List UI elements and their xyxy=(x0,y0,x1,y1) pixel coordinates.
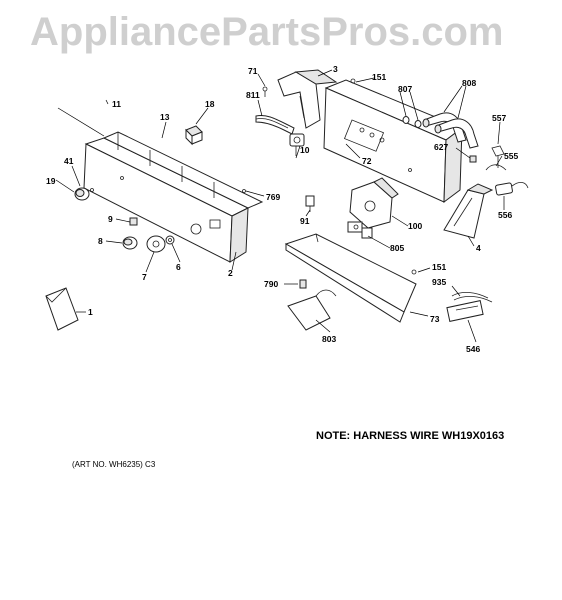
part-790 xyxy=(299,279,307,289)
callout-811: 811 xyxy=(246,90,260,100)
part-556 xyxy=(495,182,529,196)
callout-13: 13 xyxy=(160,112,170,122)
part-6 xyxy=(165,235,175,245)
callout-72: 72 xyxy=(362,156,372,166)
callout-808: 808 xyxy=(462,78,476,88)
part-8 xyxy=(122,236,138,250)
watermark: AppliancePartsPros.com xyxy=(30,10,504,54)
callout-71: 71 xyxy=(248,66,258,76)
part-807 xyxy=(402,116,422,128)
callout-100: 100 xyxy=(408,221,422,231)
callout-627: 627 xyxy=(434,142,448,152)
callout-935: 935 xyxy=(432,277,446,287)
callout-19: 19 xyxy=(46,176,56,186)
part-805 xyxy=(347,221,373,239)
part-harness-546 xyxy=(446,292,493,322)
callout-555: 555 xyxy=(504,151,518,161)
callout-10: 10 xyxy=(300,145,310,155)
part-9 xyxy=(129,217,138,226)
part-555 xyxy=(485,164,507,171)
callout-11: 11 xyxy=(112,99,121,109)
part-panel-frame xyxy=(57,107,264,209)
callout-73: 73 xyxy=(430,314,440,324)
callout-803: 803 xyxy=(322,334,336,344)
callout-151-top: 151 xyxy=(372,72,386,82)
part-10 xyxy=(289,133,305,156)
part-803 xyxy=(287,289,337,331)
part-627 xyxy=(469,155,477,163)
part-71 xyxy=(262,86,268,97)
callout-556: 556 xyxy=(498,210,512,220)
part-bracket-3 xyxy=(277,69,338,129)
callout-9: 9 xyxy=(108,214,113,224)
callout-8: 8 xyxy=(98,236,103,246)
part-knob-19 xyxy=(74,187,94,201)
part-151-bottom xyxy=(411,269,417,275)
part-rear-panel-72 xyxy=(323,79,464,204)
callout-6: 6 xyxy=(176,262,181,272)
callout-91: 91 xyxy=(300,216,310,226)
callout-546: 546 xyxy=(466,344,480,354)
part-91 xyxy=(305,195,315,212)
callout-769: 769 xyxy=(266,192,280,202)
part-18 xyxy=(185,125,203,146)
callout-151-bottom: 151 xyxy=(432,262,446,272)
part-top-cover-73 xyxy=(284,233,417,323)
callout-7: 7 xyxy=(142,272,147,282)
part-151-top xyxy=(350,78,356,84)
part-hose-811 xyxy=(255,115,295,135)
callout-790: 790 xyxy=(264,279,278,289)
art-number: (ART NO. WH6235) C3 xyxy=(72,460,156,469)
callout-2: 2 xyxy=(228,268,233,278)
harness-note: NOTE: HARNESS WIRE WH19X0163 xyxy=(316,430,505,442)
callout-4: 4 xyxy=(476,243,481,253)
callout-805: 805 xyxy=(390,243,404,253)
part-bracket-4 xyxy=(443,183,494,239)
callout-3: 3 xyxy=(333,64,338,74)
part-7 xyxy=(146,235,166,253)
callout-18: 18 xyxy=(205,99,215,109)
part-manual xyxy=(45,287,79,331)
part-module-100 xyxy=(349,177,399,229)
leader-lines xyxy=(55,69,505,343)
part-769 xyxy=(242,189,246,193)
part-hoses-808 xyxy=(422,112,479,149)
callout-557: 557 xyxy=(492,113,506,123)
callout-41: 41 xyxy=(64,156,74,166)
callout-1: 1 xyxy=(88,307,93,317)
callout-807: 807 xyxy=(398,84,412,94)
